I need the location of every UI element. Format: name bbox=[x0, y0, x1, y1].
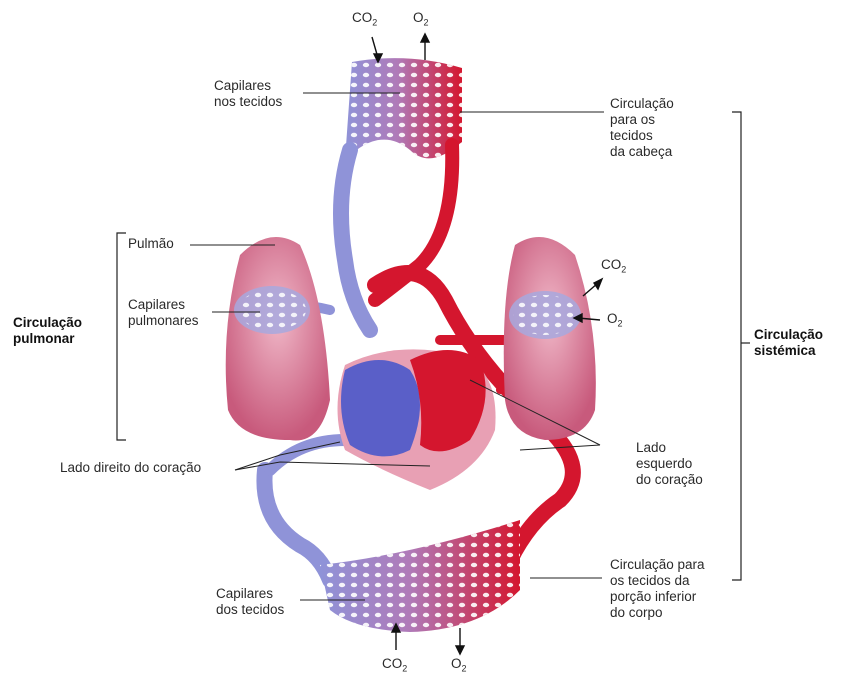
label-line: Circulação bbox=[610, 96, 674, 112]
label-line: tecidos bbox=[610, 128, 674, 144]
label-line: Capilares bbox=[214, 78, 282, 94]
label-capilares-tecidos-bottom: Capilares dos tecidos bbox=[216, 586, 284, 618]
gas-o2-lung: O2 bbox=[607, 311, 623, 329]
label-line: Capilares bbox=[216, 586, 284, 602]
gas-co2-top: CO2 bbox=[352, 10, 377, 28]
gas-subscript: 2 bbox=[424, 18, 429, 28]
gas-co2-lung: CO2 bbox=[601, 257, 626, 275]
label-line: nos tecidos bbox=[214, 94, 282, 110]
label-pulmao: Pulmão bbox=[128, 236, 174, 252]
gas-o2-top: O2 bbox=[413, 10, 429, 28]
gas-subscript: 2 bbox=[618, 319, 623, 329]
bottom-capillary-bed bbox=[320, 520, 520, 632]
gas-symbol: CO bbox=[382, 656, 402, 671]
label-line: Capilares bbox=[128, 297, 199, 313]
gas-subscript: 2 bbox=[402, 664, 407, 674]
gas-symbol: O bbox=[607, 311, 618, 326]
right-lung bbox=[504, 237, 596, 440]
label-line: Circulação bbox=[754, 327, 823, 343]
gas-co2-bottom: CO2 bbox=[382, 656, 407, 674]
left-lung bbox=[226, 237, 330, 441]
gas-subscript: 2 bbox=[372, 18, 377, 28]
top-capillary-bed bbox=[345, 58, 462, 160]
label-line: dos tecidos bbox=[216, 602, 284, 618]
gas-symbol: O bbox=[413, 10, 424, 25]
gas-symbol: CO bbox=[601, 257, 621, 272]
label-line: Circulação bbox=[13, 315, 82, 331]
label-line: da cabeça bbox=[610, 144, 674, 160]
heart bbox=[338, 349, 496, 490]
label-line: pulmonares bbox=[128, 313, 199, 329]
brackets bbox=[117, 112, 750, 580]
label-line: pulmonar bbox=[13, 331, 82, 347]
label-line: os tecidos da bbox=[610, 573, 705, 589]
gas-symbol: CO bbox=[352, 10, 372, 25]
gas-subscript: 2 bbox=[462, 664, 467, 674]
label-capilares-tecidos-top: Capilares nos tecidos bbox=[214, 78, 282, 110]
label-circulacao-pulmonar: Circulação pulmonar bbox=[13, 315, 82, 347]
label-line: Circulação para bbox=[610, 557, 705, 573]
gas-symbol: O bbox=[451, 656, 462, 671]
label-line: para os bbox=[610, 112, 674, 128]
gas-subscript: 2 bbox=[621, 265, 626, 275]
label-circulacao-inferior: Circulação para os tecidos da porção inf… bbox=[610, 557, 705, 621]
label-line: esquerdo bbox=[636, 456, 703, 472]
label-line: porção inferior bbox=[610, 589, 705, 605]
label-line: Lado bbox=[636, 440, 703, 456]
label-lado-esquerdo: Lado esquerdo do coração bbox=[636, 440, 703, 488]
label-capilares-pulmonares: Capilares pulmonares bbox=[128, 297, 199, 329]
label-circulacao-sistemica: Circulação sistémica bbox=[754, 327, 823, 359]
gas-o2-bottom: O2 bbox=[451, 656, 467, 674]
label-line: do corpo bbox=[610, 605, 705, 621]
label-line: sistémica bbox=[754, 343, 823, 359]
label-lado-direito: Lado direito do coração bbox=[60, 460, 201, 476]
label-line: do coração bbox=[636, 472, 703, 488]
label-circulacao-cabeca: Circulação para os tecidos da cabeça bbox=[610, 96, 674, 160]
